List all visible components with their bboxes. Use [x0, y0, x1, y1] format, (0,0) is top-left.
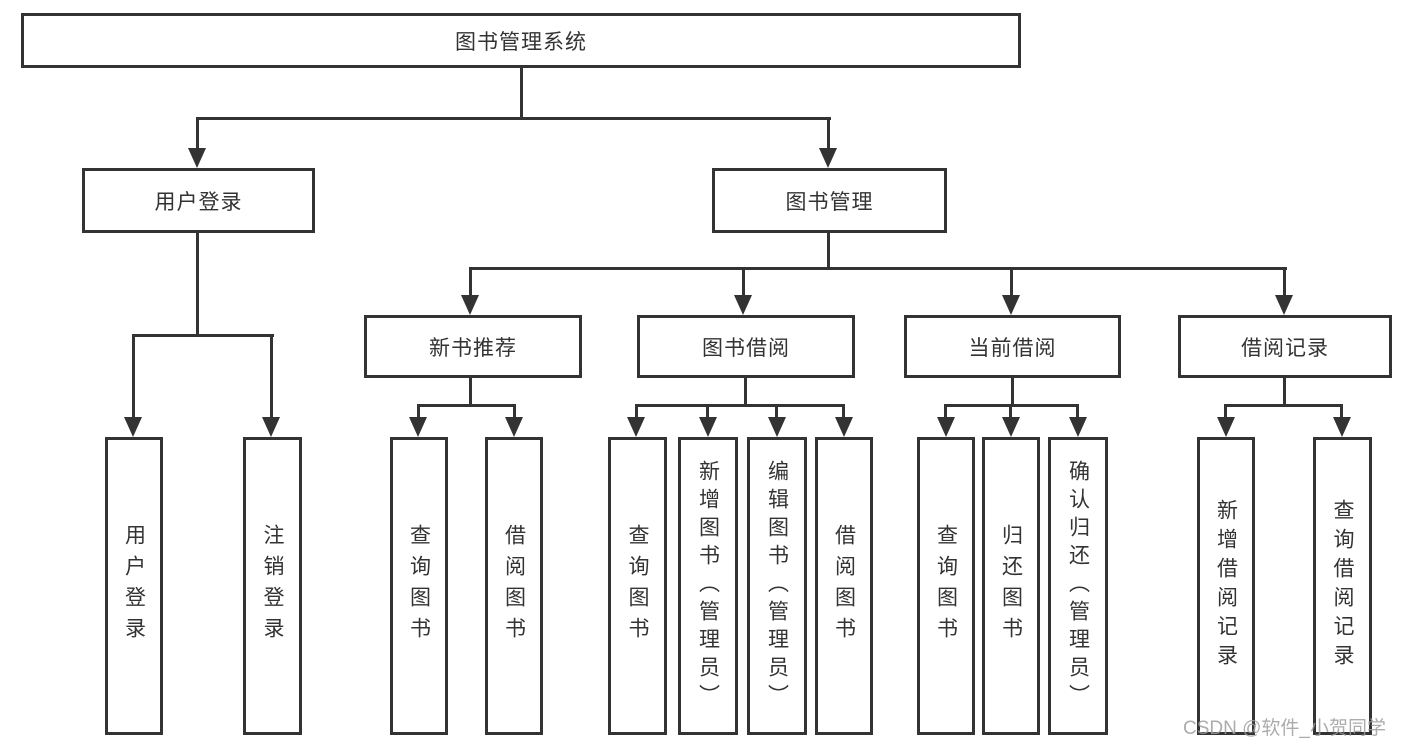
connector-to-book-management: [827, 117, 830, 150]
leaf-borrow-query-book-label: 查询图书: [626, 524, 649, 648]
leaf-recommend-query-book: 查询图书: [390, 437, 448, 735]
arrowhead-rec-leaf2: [505, 417, 523, 437]
connector-to-rec-leaf2: [513, 404, 516, 419]
connector-to-borrow: [742, 267, 745, 297]
connector-borrow-drop: [744, 378, 747, 407]
connector-record-drop: [1283, 378, 1286, 407]
connector-record-bus: [1224, 404, 1343, 407]
connector-to-bor-leaf2: [706, 404, 709, 419]
connector-to-user-login: [196, 117, 199, 150]
connector-to-login-leaf2: [270, 334, 273, 419]
leaf-record-add-record: 新增借阅记录: [1197, 437, 1255, 735]
connector-to-cur-leaf1: [944, 404, 947, 419]
connector-to-recommend: [469, 267, 472, 297]
arrowhead-recommend: [461, 295, 479, 315]
node-current-borrow-label: 当前借阅: [968, 336, 1057, 360]
arrowhead-cur-leaf2: [1002, 417, 1020, 437]
connector-recommend-drop: [469, 378, 472, 407]
leaf-current-return-book: 归还图书: [982, 437, 1040, 735]
node-book-management-label: 图书管理: [785, 190, 874, 214]
leaf-login-user-login-label: 用户登录: [122, 524, 146, 648]
leaf-record-query-record: 查询借阅记录: [1313, 437, 1372, 735]
leaf-borrow-borrow-book-label: 借阅图书: [832, 524, 856, 648]
arrowhead-cur-leaf3: [1069, 417, 1087, 437]
node-borrow-record-label: 借阅记录: [1241, 336, 1329, 360]
arrowhead-bor-leaf1: [627, 417, 645, 437]
connector-mgmt-drop: [827, 233, 830, 270]
connector-to-bor-leaf4: [842, 404, 845, 419]
node-root-label: 图书管理系统: [455, 30, 587, 54]
arrowhead-user-login: [188, 148, 206, 168]
arrowhead-recd-leaf2: [1333, 417, 1351, 437]
node-root: 图书管理系统: [21, 13, 1021, 68]
leaf-current-query-book-label: 查询图书: [934, 524, 958, 648]
node-user-login-label: 用户登录: [154, 190, 243, 214]
csdn-watermark: CSDN @软件_小贺同学: [1183, 718, 1386, 739]
arrowhead-rec-leaf1: [409, 417, 427, 437]
connector-to-recd-leaf1: [1224, 404, 1227, 419]
node-current-borrow: 当前借阅: [904, 315, 1121, 378]
arrowhead-bor-leaf2: [699, 417, 717, 437]
arrowhead-cur-leaf1: [937, 417, 955, 437]
arrowhead-record: [1275, 295, 1293, 315]
connector-level2-bus: [197, 117, 831, 120]
connector-login-drop: [196, 233, 199, 337]
connector-to-current: [1010, 267, 1013, 297]
leaf-login-logout-label: 注销登录: [261, 524, 284, 648]
connector-recommend-bus: [417, 404, 516, 407]
leaf-borrow-query-book: 查询图书: [608, 437, 667, 735]
leaf-record-add-record-label: 新增借阅记录: [1214, 499, 1238, 673]
arrowhead-login-leaf2: [262, 417, 280, 437]
leaf-borrow-add-book: 新增图书（管理员）: [678, 437, 738, 735]
node-new-book-recommend: 新书推荐: [364, 315, 582, 378]
leaf-current-query-book: 查询图书: [917, 437, 975, 735]
arrowhead-current: [1002, 295, 1020, 315]
arrowhead-recd-leaf1: [1217, 417, 1235, 437]
node-book-borrow-label: 图书借阅: [702, 336, 790, 360]
connector-to-rec-leaf1: [417, 404, 420, 419]
connector-to-record: [1283, 267, 1286, 297]
node-borrow-record: 借阅记录: [1178, 315, 1392, 378]
connector-to-cur-leaf2: [1009, 404, 1012, 419]
arrowhead-bor-leaf3: [768, 417, 786, 437]
connector-login-bus: [132, 334, 274, 337]
node-book-management: 图书管理: [712, 168, 947, 233]
connector-to-cur-leaf3: [1076, 404, 1079, 419]
leaf-current-return-book-label: 归还图书: [999, 524, 1023, 648]
leaf-current-confirm-return-label: 确认归还（管理员）: [1066, 460, 1090, 712]
leaf-current-confirm-return: 确认归还（管理员）: [1048, 437, 1108, 735]
leaf-login-user-login: 用户登录: [105, 437, 163, 735]
arrowhead-bor-leaf4: [835, 417, 853, 437]
arrowhead-borrow: [734, 295, 752, 315]
leaf-recommend-borrow-book-label: 借阅图书: [502, 524, 526, 648]
connector-to-bor-leaf1: [635, 404, 638, 419]
connector-current-drop: [1011, 378, 1014, 407]
node-user-login: 用户登录: [82, 168, 315, 233]
leaf-borrow-edit-book-label: 编辑图书（管理员）: [765, 460, 789, 712]
leaf-borrow-borrow-book: 借阅图书: [815, 437, 873, 735]
connector-to-bor-leaf3: [775, 404, 778, 419]
arrowhead-book-management: [819, 148, 837, 168]
leaf-recommend-query-book-label: 查询图书: [407, 524, 431, 648]
leaf-recommend-borrow-book: 借阅图书: [485, 437, 543, 735]
node-new-book-recommend-label: 新书推荐: [429, 336, 517, 360]
connector-level3-bus: [469, 267, 1287, 270]
connector-to-recd-leaf2: [1340, 404, 1343, 419]
connector-to-login-leaf1: [132, 334, 135, 419]
connector-borrow-bus: [635, 404, 845, 407]
leaf-borrow-edit-book: 编辑图书（管理员）: [747, 437, 807, 735]
node-book-borrow: 图书借阅: [637, 315, 855, 378]
leaf-record-query-record-label: 查询借阅记录: [1331, 499, 1354, 673]
leaf-login-logout: 注销登录: [243, 437, 302, 735]
arrowhead-login-leaf1: [124, 417, 142, 437]
connector-root-drop: [520, 68, 523, 119]
leaf-borrow-add-book-label: 新增图书（管理员）: [696, 460, 720, 712]
